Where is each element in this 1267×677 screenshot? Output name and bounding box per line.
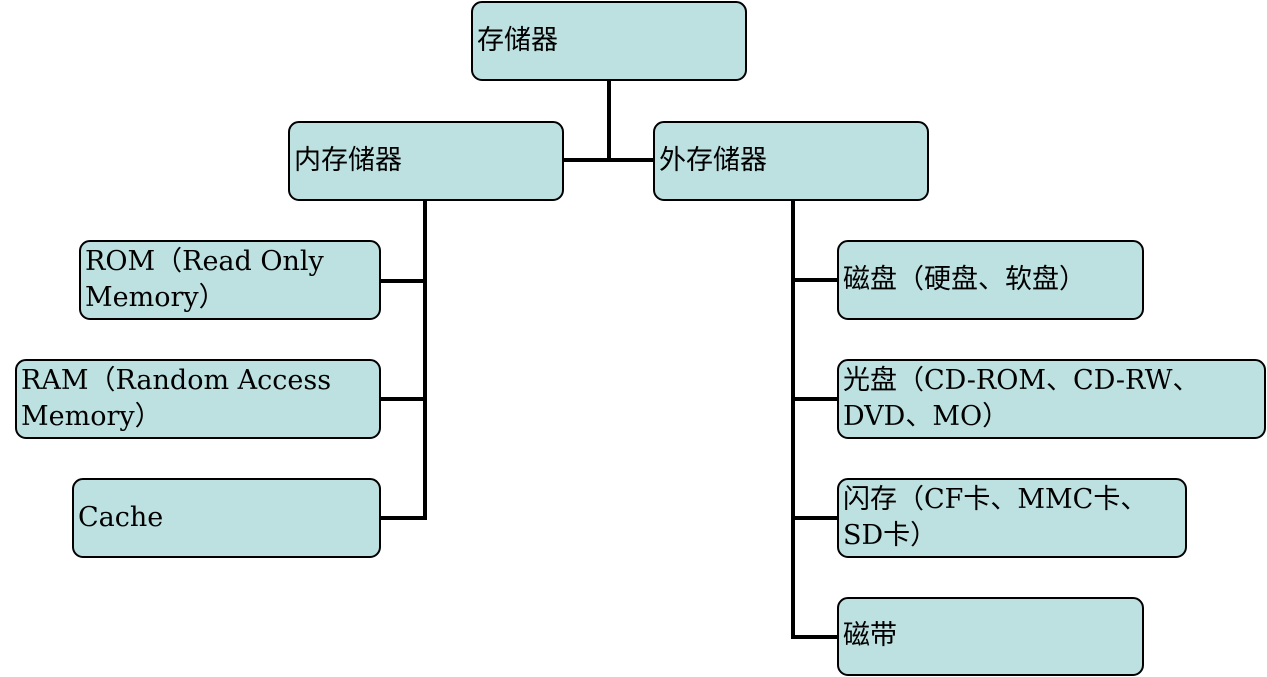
node-internal-memory: 内存储器 [288,121,564,201]
rom-label: ROM（Read Only Memory） [85,245,324,313]
node-flash-memory: 闪存（CF卡、MMC卡、SD卡） [837,478,1187,558]
cache-label: Cache [78,501,164,533]
optical-disc-label: 光盘（CD-ROM、CD-RW、DVD、MO） [843,364,1200,432]
ram-label: RAM（Random Access Memory） [21,364,332,432]
internal-memory-label: 内存储器 [294,144,402,176]
node-rom: ROM（Read Only Memory） [79,240,381,320]
node-magnetic-disk: 磁盘（硬盘、软盘） [837,240,1144,320]
root-node-label: 存储器 [477,24,558,56]
node-magnetic-tape: 磁带 [837,597,1144,676]
flash-memory-label: 闪存（CF卡、MMC卡、SD卡） [843,483,1148,551]
magnetic-tape-label: 磁带 [843,620,897,652]
node-cache: Cache [72,478,381,558]
node-external-memory: 外存储器 [653,121,929,201]
external-memory-label: 外存储器 [659,144,767,176]
root-node-storage: 存储器 [471,1,747,81]
magnetic-disk-label: 磁盘（硬盘、软盘） [843,263,1086,295]
node-optical-disc: 光盘（CD-ROM、CD-RW、DVD、MO） [837,359,1266,439]
node-ram: RAM（Random Access Memory） [15,359,381,439]
